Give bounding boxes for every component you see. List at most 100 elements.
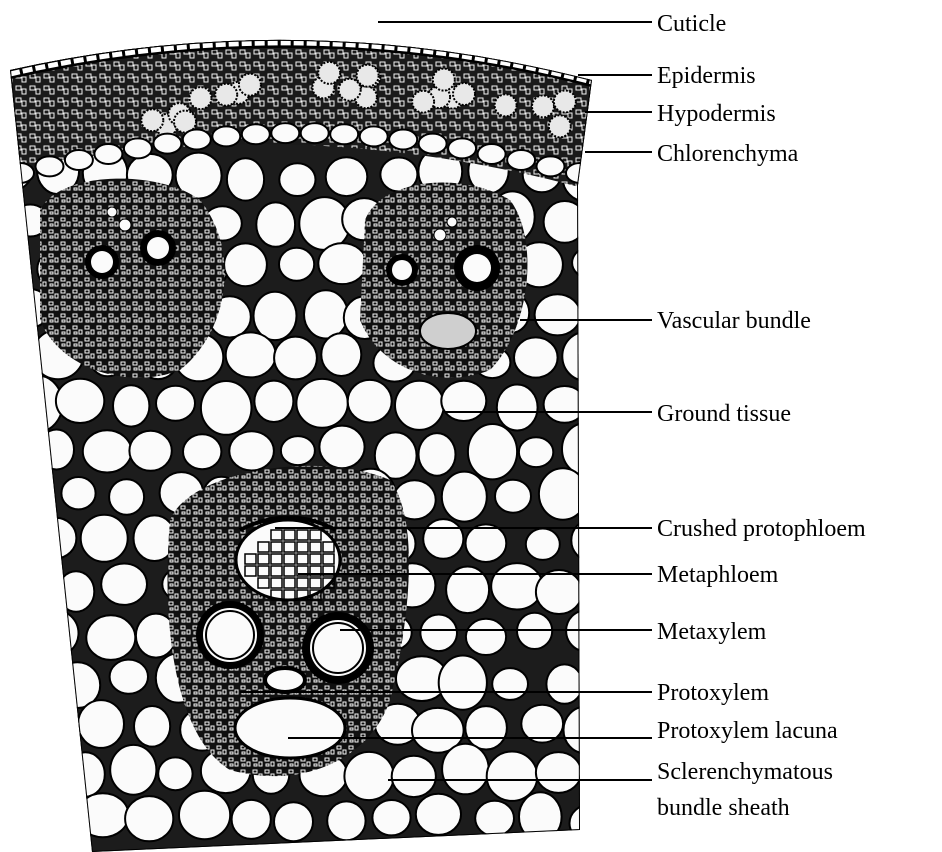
parenchyma-cell (56, 379, 104, 423)
parenchyma-cell (546, 664, 582, 703)
parenchyma-cell (0, 795, 31, 843)
parenchyma-cell (441, 381, 486, 421)
label-chlorenchyma: Chlorenchyma (657, 141, 799, 167)
parenchyma-cell (11, 743, 59, 795)
chlorenchyma-cell (212, 126, 240, 146)
parenchyma-cell (392, 756, 436, 797)
hypodermis-fibre-cell (357, 65, 379, 87)
parenchyma-cell (0, 710, 32, 747)
hypodermis-fibre-cell (412, 91, 434, 113)
parenchyma-cell (395, 381, 444, 430)
label-cuticle: Cuticle (657, 11, 726, 37)
chlorenchyma-cell (478, 144, 506, 164)
parenchyma-cell (129, 431, 171, 471)
parenchyma-cell (564, 707, 607, 754)
parenchyma-cell (296, 379, 347, 428)
label-bundle-sheath-line1: Sclerenchymatous (657, 759, 833, 785)
parenchyma-cell (327, 801, 365, 840)
parenchyma-cell (86, 615, 135, 660)
parenchyma-cell (326, 157, 368, 196)
parenchyma-cell (274, 802, 313, 841)
parenchyma-cell (31, 698, 78, 750)
parenchyma-cell (274, 337, 317, 380)
parenchyma-cell (535, 294, 581, 335)
parenchyma-cell (134, 706, 170, 747)
label-metaxylem: Metaxylem (657, 619, 767, 645)
parenchyma-cell (226, 332, 276, 377)
parenchyma-cell (0, 530, 27, 561)
parenchyma-cell (232, 800, 271, 839)
parenchyma-cell (39, 430, 74, 470)
chlorenchyma-cell (448, 138, 476, 158)
parenchyma-cell (442, 744, 489, 795)
parenchyma-cell (9, 573, 54, 613)
chlorenchyma-cell (419, 134, 447, 154)
chlorenchyma-cell (301, 123, 329, 143)
label-metaphloem: Metaphloem (657, 562, 779, 588)
parenchyma-cell (466, 619, 506, 655)
hypodermis-fibre-cell (141, 109, 163, 131)
parenchyma-cell (109, 479, 144, 514)
parenchyma-cell (571, 520, 609, 561)
hypodermis-fibre-cell (495, 94, 517, 116)
parenchyma-cell (7, 475, 52, 523)
chlorenchyma-cell (242, 124, 270, 144)
parenchyma-cell (224, 243, 267, 286)
hypodermis-fibre-cell (532, 95, 554, 117)
parenchyma-cell (254, 292, 297, 340)
parenchyma-cell (227, 158, 264, 200)
parenchyma-cell (344, 752, 393, 800)
chlorenchyma-cell (124, 138, 152, 158)
parenchyma-cell (372, 800, 410, 835)
hypodermis-fibre-cell (453, 83, 475, 105)
parenchyma-cell (13, 655, 62, 704)
parenchyma-cell (229, 431, 274, 470)
parenchyma-cell (156, 386, 195, 421)
chlorenchyma-cell (360, 126, 388, 146)
label-epidermis: Epidermis (657, 63, 756, 89)
parenchyma-cell (81, 515, 128, 562)
hypodermis-fibre-cell (339, 79, 361, 101)
parenchyma-cell (110, 745, 156, 795)
label-protoxylem: Protoxylem (657, 680, 769, 706)
parenchyma-cell (304, 290, 348, 338)
parenchyma-cell (439, 656, 487, 710)
parenchyma-cell (13, 376, 63, 433)
parenchyma-cell (526, 529, 560, 560)
chlorenchyma-cell (271, 123, 299, 143)
parenchyma-cell (319, 426, 364, 469)
label-protoxylem-lacuna: Protoxylem lacuna (657, 718, 838, 744)
parenchyma-cell (78, 700, 124, 748)
parenchyma-cell (466, 524, 507, 562)
parenchyma-cell (521, 705, 563, 743)
chlorenchyma-cell (94, 144, 122, 164)
hypodermis-fibre-cell (215, 84, 237, 106)
parenchyma-cell (254, 381, 293, 422)
parenchyma-cell (279, 248, 314, 281)
vascular-bundle-right (360, 183, 527, 378)
label-crushed-protophloem: Crushed protophloem (657, 516, 866, 542)
parenchyma-cell (492, 668, 528, 700)
hypodermis-fibre-cell (433, 69, 455, 91)
parenchyma-cell (279, 163, 315, 196)
parenchyma-cell (66, 752, 105, 796)
parenchyma-cell (562, 423, 607, 474)
parenchyma-cell (101, 564, 147, 605)
parenchyma-cell (113, 385, 149, 426)
parenchyma-cell (475, 801, 514, 836)
parenchyma-cell (281, 436, 315, 465)
hypodermis-fibre-cell (190, 87, 212, 109)
parenchyma-cell (536, 570, 582, 614)
parenchyma-cell (519, 437, 553, 467)
parenchyma-cell (158, 757, 192, 790)
protoxylem-vessel (265, 668, 305, 692)
parenchyma-cell (61, 477, 95, 509)
vascular-bundle-main (168, 466, 409, 776)
parenchyma-cell (77, 793, 129, 837)
parenchyma-cell (39, 788, 86, 840)
parenchyma-cell (348, 380, 392, 423)
parenchyma-cell (125, 796, 173, 841)
parenchyma-cell (0, 341, 29, 373)
parenchyma-cell (514, 337, 558, 377)
